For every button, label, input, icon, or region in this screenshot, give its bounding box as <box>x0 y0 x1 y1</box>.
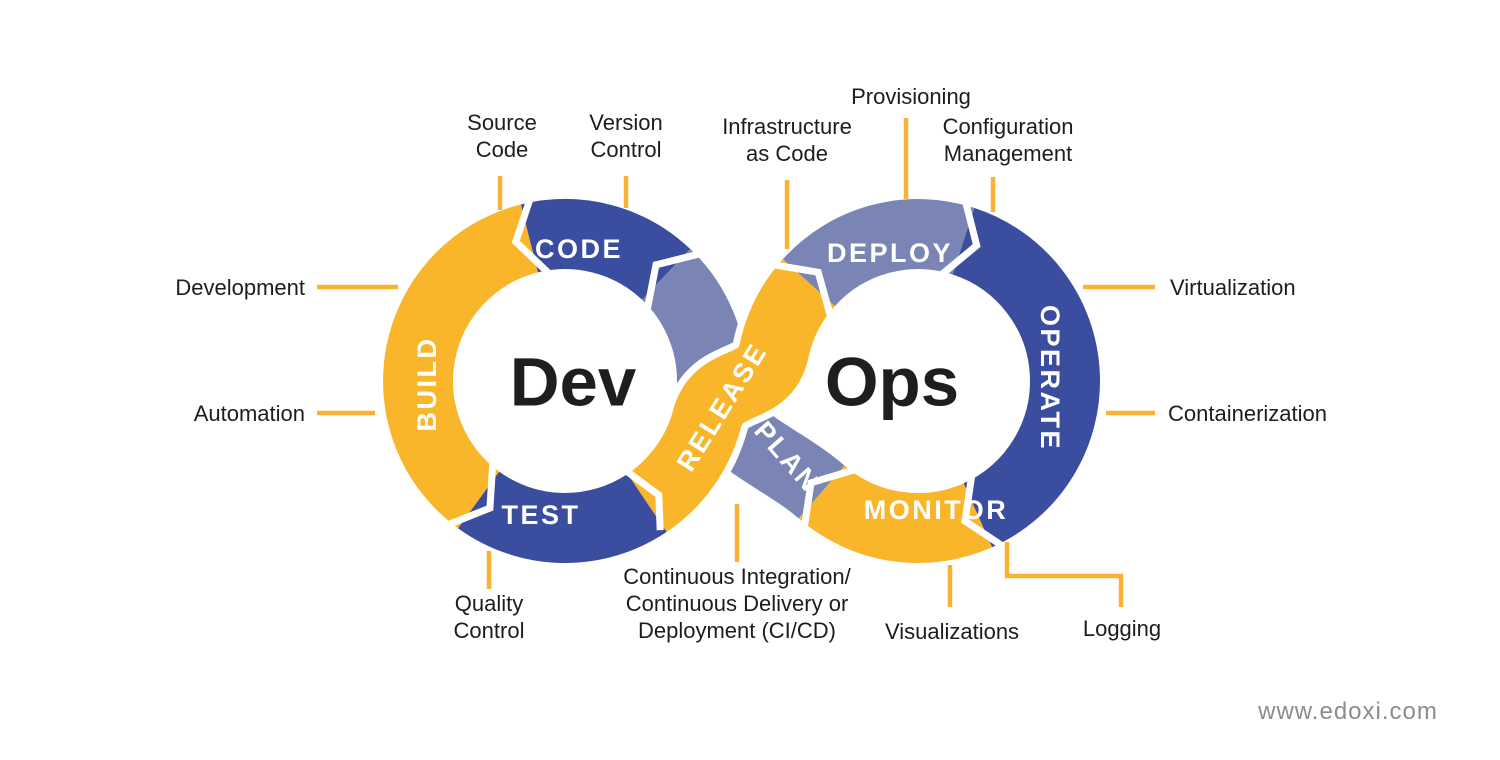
label-development: Development <box>175 275 305 300</box>
label-version-control: Version Control <box>589 110 663 162</box>
release-band <box>626 259 836 532</box>
label-infrastructure-as-code: Infrastructure as Code <box>722 114 852 166</box>
label-virtualization: Virtualization <box>1170 275 1296 300</box>
test-to-release-arrow-icon <box>612 459 664 531</box>
code-to-build-arrow-icon <box>511 194 554 278</box>
build-to-test-arrow-icon <box>443 459 497 530</box>
monitor-to-plan-arrow-icon <box>800 465 859 532</box>
core-words: Dev Ops <box>510 344 959 421</box>
build-arc <box>383 204 539 529</box>
crossing-bands <box>622 243 850 538</box>
release-to-deploy-arrow-icon <box>769 260 835 320</box>
dev-loop <box>376 192 696 570</box>
test-arc <box>458 471 667 563</box>
deploy-label: DEPLOY <box>827 238 953 268</box>
test-label: TEST <box>501 500 580 530</box>
annotation-connectors <box>317 118 1155 607</box>
label-provisioning: Provisioning <box>851 84 971 109</box>
label-logging: Logging <box>1082 616 1162 641</box>
label-visualizations: Visualizations <box>884 619 1020 644</box>
label-containerization: Containerization <box>1168 401 1327 426</box>
website-url: www.edoxi.com <box>1258 698 1438 725</box>
ops-title: Ops <box>825 344 959 421</box>
deploy-to-operate-arrow-icon <box>937 197 981 280</box>
dev-title: Dev <box>510 344 637 421</box>
label-source-code: Source Code <box>467 110 537 162</box>
code-label: CODE <box>535 234 623 264</box>
arrow-chevrons <box>443 194 1008 551</box>
connector-logging <box>1004 542 1124 607</box>
label-ci-cd: Continuous Integration/ Continuous Deliv… <box>623 564 851 643</box>
deploy-arc <box>782 199 975 307</box>
label-automation: Automation <box>193 401 305 426</box>
monitor-label: MONITOR <box>864 495 1009 525</box>
label-quality-control: Quality Control <box>453 591 525 643</box>
plan-to-code-arrow-icon <box>643 249 704 314</box>
code-arc <box>520 199 691 301</box>
build-label: BUILD <box>412 337 442 432</box>
operate-arc <box>951 207 1100 548</box>
monitor-arc <box>798 464 993 563</box>
label-configuration-management: Configuration Management <box>942 114 1074 166</box>
operate-to-monitor-arrow-icon <box>961 472 1008 551</box>
ops-loop <box>777 192 1107 570</box>
operate-label: OPERATE <box>1035 305 1065 451</box>
